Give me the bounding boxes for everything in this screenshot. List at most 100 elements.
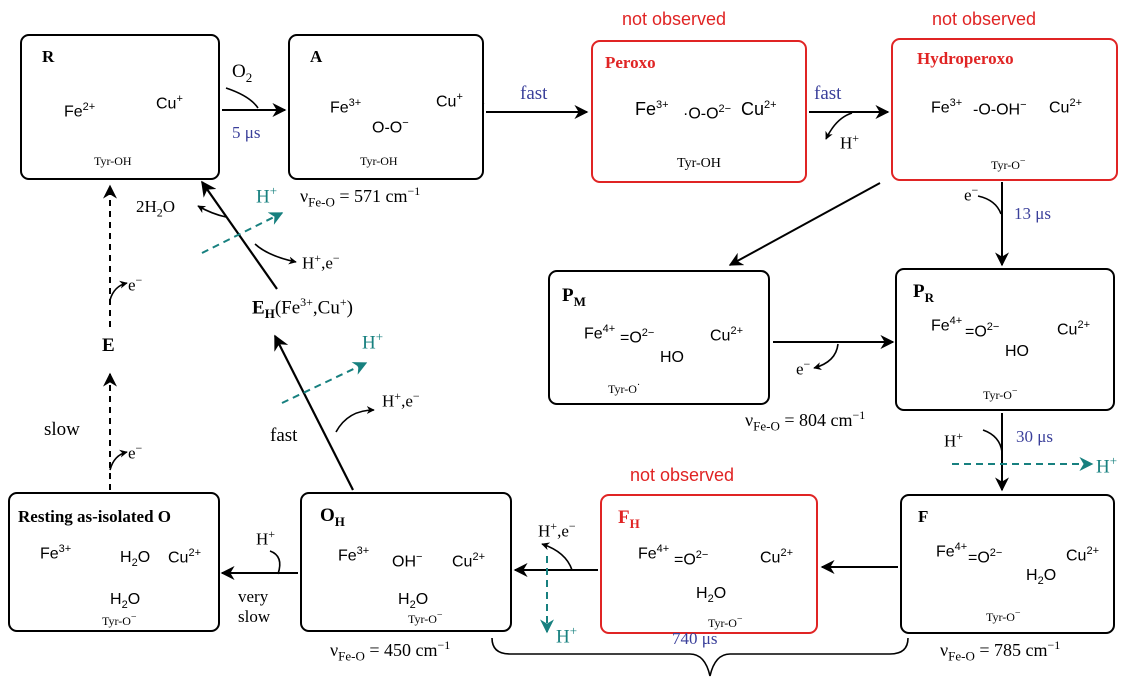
state-r-fe: Fe2+ <box>64 101 96 121</box>
state-pr-ligand: =O2− <box>965 321 1000 341</box>
r-a-reagent: O2 <box>232 61 253 85</box>
curl-peroxo-hydro <box>825 112 853 140</box>
state-oh-water: H2O <box>398 591 429 612</box>
state-f-tyr: Tyr-O− <box>986 608 1021 624</box>
state-f-frequency: νFe-O = 785 cm−1 <box>940 638 1061 664</box>
state-f-fe: Fe4+ <box>936 541 968 561</box>
state-oh-ligand: OH− <box>392 551 423 571</box>
state-hydroperoxo-label: Hydroperoxo <box>917 49 1014 68</box>
oh-o-speed-1: very <box>238 587 269 606</box>
state-fh-cu: Cu2+ <box>760 547 793 567</box>
state-pm-label: PM <box>562 285 586 309</box>
state-fh-fe: Fe4+ <box>638 543 670 563</box>
eh-intermediate-label: EH(Fe3+,Cu+) <box>252 295 353 322</box>
state-pr-cu: Cu2+ <box>1057 319 1090 339</box>
curl-r-a <box>225 87 259 109</box>
state-a-tyr: Tyr-OH <box>360 154 398 168</box>
hydroperoxo-status: not observed <box>932 9 1037 29</box>
curl-hydro-pr <box>977 195 1002 215</box>
peroxo-hydro-proton: H+ <box>840 131 860 153</box>
state-pm-tyr: Tyr-O· <box>608 380 641 396</box>
state-peroxo-cu: Cu2+ <box>741 99 777 119</box>
state-oh-label: OH <box>320 505 345 529</box>
state-oh-frequency: νFe-O = 450 cm−1 <box>330 638 451 664</box>
state-o-tyr: Tyr-O− <box>102 612 137 628</box>
curl-oh-o <box>269 550 281 575</box>
pr-f-time: 30 μs <box>1016 427 1053 446</box>
state-hydroperoxo-box[interactable]: Hydroperoxo Fe3+ -O-OH− Cu2+ Tyr-O− <box>891 38 1118 181</box>
state-a-box[interactable]: A Fe3+ O-O− Cu+ Tyr-OH <box>288 34 484 180</box>
state-o-water-a: H2O <box>120 549 151 570</box>
state-a-label: A <box>310 47 323 66</box>
state-o-cu: Cu2+ <box>168 547 201 567</box>
state-pm-cu: Cu2+ <box>710 325 743 345</box>
state-oh-tyr: Tyr-O− <box>408 610 443 626</box>
e-intermediate-label: E <box>102 335 115 356</box>
state-f-label: F <box>918 507 929 526</box>
state-peroxo-ligand: ·O-O2− <box>683 103 732 123</box>
state-a-frequency: νFe-O = 571 cm−1 <box>300 184 421 210</box>
state-oh-fe: Fe3+ <box>338 545 370 565</box>
state-oh-box[interactable]: OH Fe3+ OH− H2O Cu2+ Tyr-O− <box>300 492 512 632</box>
state-r-tyr: Tyr-OH <box>94 154 132 168</box>
state-pr-tyr: Tyr-O− <box>983 386 1018 402</box>
state-hydroperoxo-ligand: -O-OH− <box>973 99 1027 119</box>
curl-oh-eh <box>335 406 375 433</box>
state-o-water-b: H2O <box>110 591 141 612</box>
eh-r-proton-electron: H+,e− <box>302 251 340 273</box>
state-pm-box[interactable]: PM Fe4+ =O2− HO Cu2+ Tyr-O· <box>548 270 770 405</box>
oh-eh-speed: fast <box>270 425 298 446</box>
state-pr-label: PR <box>913 281 934 305</box>
peroxo-status: not observed <box>622 9 727 29</box>
pr-f-proton-out: H+ <box>1096 453 1118 478</box>
arrow-eh-r-proton-out <box>201 212 284 254</box>
pr-f-proton-in: H+ <box>944 429 964 451</box>
o-e-electron: e− <box>128 441 143 463</box>
state-r-label: R <box>42 47 55 66</box>
state-pr-box[interactable]: PR Fe4+ =O2− HO Cu2+ Tyr-O− <box>895 268 1115 411</box>
r-a-time: 5 μs <box>232 123 261 142</box>
fh-oh-proton-out: H+ <box>556 623 578 648</box>
eh-r-water: 2H2O <box>136 197 176 220</box>
peroxo-hydro-speed: fast <box>814 83 842 104</box>
curl-pm-pr <box>813 343 839 370</box>
state-peroxo-fe: Fe3+ <box>635 99 669 119</box>
state-pr-fe: Fe4+ <box>931 315 963 335</box>
arrow-hydro-pm <box>728 182 881 266</box>
state-hydroperoxo-fe: Fe3+ <box>931 97 963 117</box>
fh-oh-proton-electron: H+,e− <box>538 519 576 541</box>
hydro-pr-electron: e− <box>964 183 979 205</box>
state-o-box[interactable]: Resting as-isolated O Fe3+ H2O H2O Cu2+ … <box>8 492 220 632</box>
state-pm-frequency: νFe-O = 804 cm−1 <box>745 408 866 434</box>
arrow-oh-eh-proton-out <box>281 362 368 404</box>
state-r-box[interactable]: R Fe2+ Cu+ Tyr-OH <box>20 34 220 180</box>
curl-eh-r <box>254 243 297 265</box>
curl-o-e <box>109 449 128 471</box>
e-r-electron: e− <box>128 273 143 295</box>
state-pm-fe: Fe4+ <box>584 323 616 343</box>
state-hydroperoxo-cu: Cu2+ <box>1049 97 1082 117</box>
state-fh-box[interactable]: FH Fe4+ =O2− H2O Cu2+ Tyr-O− <box>600 494 818 634</box>
state-a-cu: Cu+ <box>436 91 463 111</box>
curl-eh-r-water <box>197 205 227 218</box>
brace-time: 740 μs <box>672 629 718 648</box>
state-pr-ho: HO <box>1005 343 1029 360</box>
state-oh-cu: Cu2+ <box>452 551 485 571</box>
o-e-speed: slow <box>44 419 80 440</box>
state-f-box[interactable]: F Fe4+ =O2− H2O Cu2+ Tyr-O− <box>900 494 1115 634</box>
state-a-fe: Fe3+ <box>330 97 362 117</box>
state-fh-tyr: Tyr-O− <box>708 614 743 630</box>
state-hydroperoxo-tyr: Tyr-O− <box>991 156 1026 172</box>
state-f-cu: Cu2+ <box>1066 545 1099 565</box>
state-peroxo-box[interactable]: Peroxo Fe3+ ·O-O2− Cu2+ Tyr-OH <box>591 40 807 183</box>
state-fh-ligand: =O2− <box>674 549 709 569</box>
state-pm-ho: HO <box>660 349 684 366</box>
state-fh-label: FH <box>618 507 640 531</box>
oh-o-proton: H+ <box>256 527 276 549</box>
curl-pr-f <box>982 429 1003 453</box>
state-o-label: Resting as-isolated O <box>18 507 171 526</box>
state-a-ligand: O-O− <box>372 117 409 137</box>
fh-status: not observed <box>630 465 735 485</box>
state-f-ligand: =O2− <box>968 547 1003 567</box>
